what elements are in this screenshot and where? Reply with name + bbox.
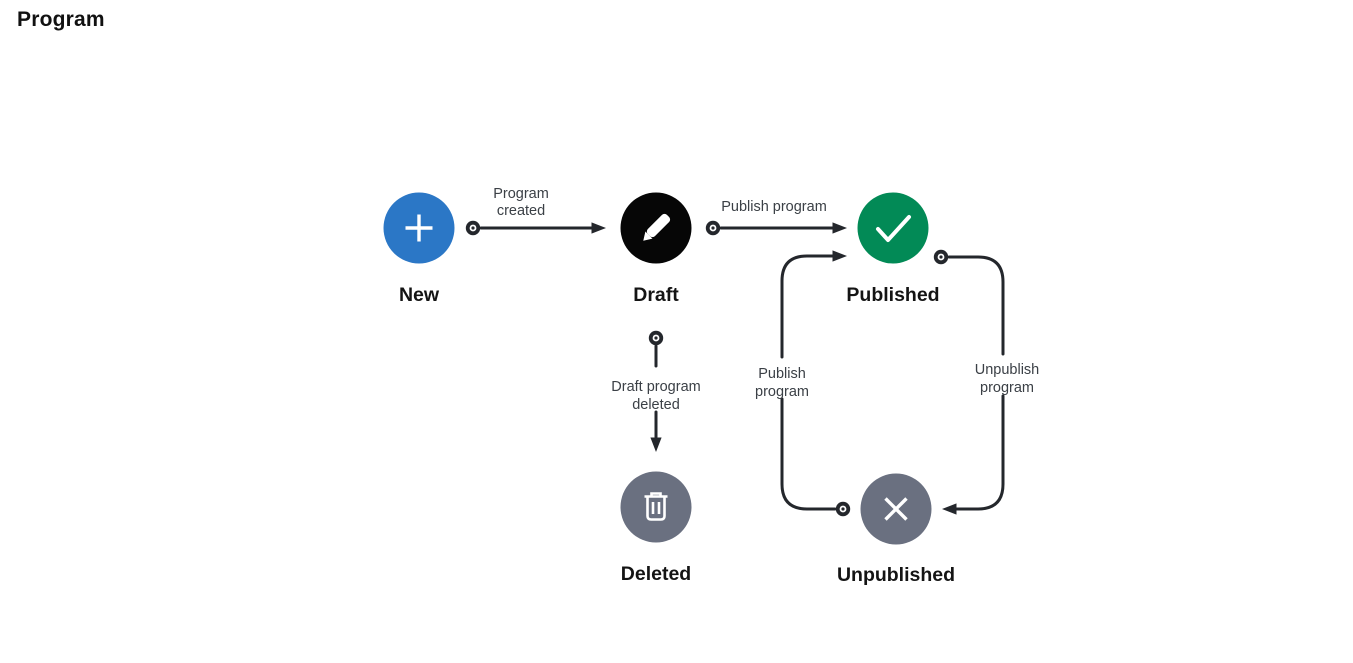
- edge-program-created: Program created: [465, 186, 606, 236]
- edge-label: Unpublish: [975, 362, 1040, 378]
- edge-publish-program: Publish program: [755, 250, 851, 517]
- edge-label: Publish: [758, 366, 806, 382]
- arrowhead-icon: [650, 437, 662, 452]
- edge-label: program: [980, 380, 1034, 396]
- edge-label: Draft program: [611, 379, 700, 395]
- edge-draft-program-deleted: Draft program deleted: [611, 330, 701, 452]
- node-label: New: [399, 284, 440, 306]
- edge-unpublish-program: Unpublish program: [933, 249, 1040, 515]
- plus-icon: [405, 214, 433, 242]
- node-label: Deleted: [621, 563, 691, 585]
- edge-line: [947, 255, 1005, 356]
- node-label: Unpublished: [837, 564, 955, 586]
- edge-source-dot: [648, 330, 664, 346]
- node-circle: [620, 471, 692, 543]
- edge-label: Program: [493, 186, 549, 202]
- edge-source-dot: [705, 220, 721, 236]
- edge-source-dot: [835, 501, 851, 517]
- edge-line: [780, 254, 835, 359]
- edge-publish-program-from-draft: Publish program: [705, 199, 847, 236]
- node-deleted: Deleted: [620, 471, 692, 585]
- node-draft: Draft: [620, 192, 692, 306]
- node-label: Published: [846, 284, 939, 306]
- edge-source-dot: [933, 249, 949, 265]
- node-circle: [857, 192, 929, 264]
- node-published: Published: [846, 192, 940, 306]
- x-icon: [884, 497, 908, 521]
- edge-source-dot: [465, 220, 481, 236]
- edge-label: deleted: [632, 397, 680, 413]
- edge-line: [954, 394, 1005, 511]
- pencil-icon: [643, 213, 671, 241]
- node-new: New: [383, 192, 455, 306]
- node-unpublished: Unpublished: [837, 473, 955, 586]
- check-icon: [876, 215, 911, 242]
- edge-label: Publish program: [721, 199, 827, 215]
- arrowhead-icon: [942, 503, 957, 515]
- page-title: Program: [17, 8, 105, 31]
- edge-line: [780, 397, 837, 511]
- trash-icon: [644, 492, 668, 521]
- edge-label: program: [755, 384, 809, 400]
- arrowhead-icon: [591, 222, 606, 234]
- arrowhead-icon: [832, 222, 847, 234]
- node-label: Draft: [633, 284, 679, 306]
- edge-label: created: [497, 203, 545, 219]
- arrowhead-icon: [832, 250, 847, 262]
